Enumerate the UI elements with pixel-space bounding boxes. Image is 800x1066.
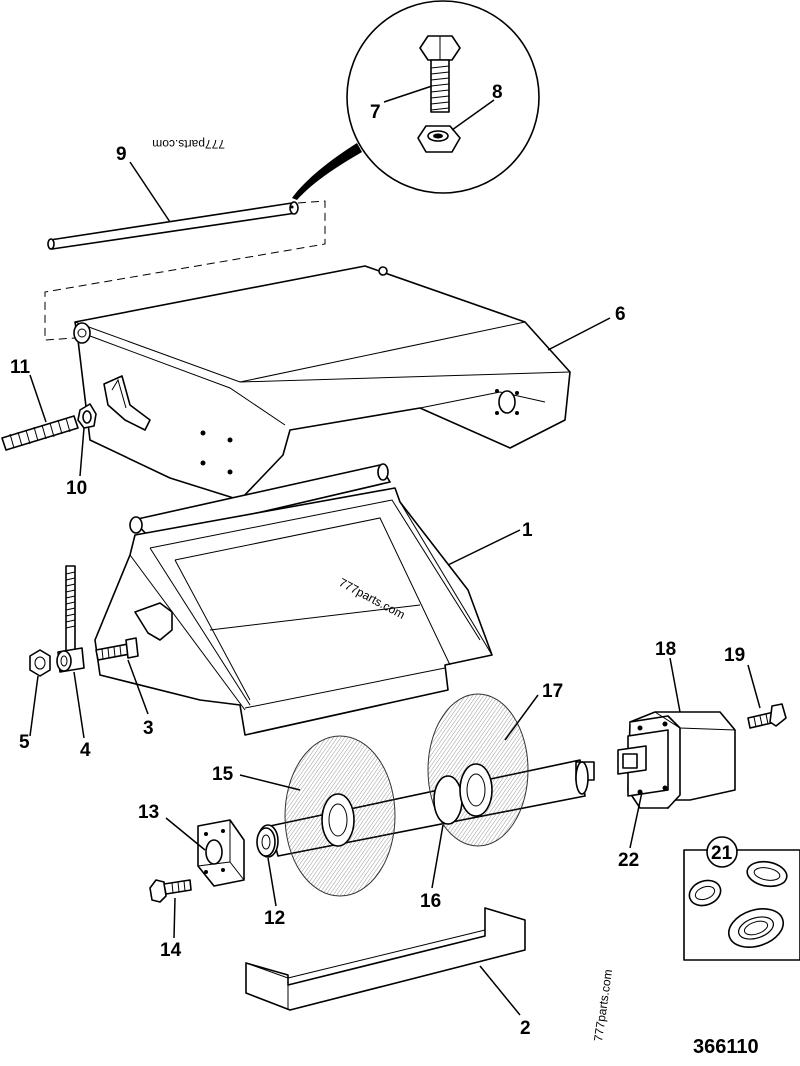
- callout-11: 11: [10, 357, 31, 378]
- bolt-7: [419, 35, 461, 113]
- nut-5: [29, 649, 51, 677]
- callout-22: 22: [618, 850, 639, 871]
- nut-8: [417, 125, 461, 153]
- watermark-top: 777parts.com: [152, 137, 225, 151]
- shaft-end-12: [256, 827, 276, 857]
- leader-lines: [29, 85, 761, 1016]
- callout-19: 19: [724, 645, 745, 666]
- callout-10: 10: [66, 478, 87, 499]
- bolt-14: [149, 879, 192, 903]
- bolt-19: [747, 703, 787, 729]
- stud-11: [1, 415, 79, 451]
- callout-labels: 7 8 9 6 11 10 1 3 4 5 17 18 19 22 15 13 …: [10, 82, 745, 1039]
- callout-3: 3: [143, 718, 154, 739]
- eye-bolt-4: [56, 565, 85, 673]
- rod-9: [44, 200, 326, 341]
- callout-17: 17: [542, 681, 563, 702]
- brush-15: [284, 735, 396, 897]
- callout-7: 7: [370, 102, 381, 123]
- nut-10: [77, 403, 97, 429]
- callout-15: 15: [212, 764, 234, 785]
- flange-bearing-13: [197, 819, 245, 887]
- callout-6: 6: [615, 304, 626, 325]
- callout-9: 9: [116, 144, 127, 165]
- callout-4: 4: [80, 740, 91, 761]
- callout-13: 13: [138, 802, 159, 823]
- callout-1: 1: [522, 520, 533, 541]
- callout-14: 14: [160, 940, 182, 961]
- drawing-number: 366110: [693, 1036, 759, 1058]
- detail-view-bolt-nut: [292, 0, 540, 200]
- callout-16: 16: [420, 891, 441, 912]
- seal-kit-21: [683, 836, 800, 961]
- tray-2: [245, 907, 526, 1011]
- pin-3: [95, 637, 139, 661]
- callout-18: 18: [655, 639, 676, 660]
- hood-6: [73, 265, 571, 501]
- callout-12: 12: [264, 908, 285, 929]
- brush-16: [427, 693, 529, 847]
- callout-8: 8: [492, 82, 503, 103]
- housing-1: [94, 463, 493, 736]
- callout-2: 2: [520, 1018, 531, 1039]
- watermark-bottom: 777parts.com: [591, 968, 615, 1042]
- callout-5: 5: [19, 732, 30, 753]
- callout-21: 21: [711, 843, 733, 864]
- motor-18: [617, 711, 736, 809]
